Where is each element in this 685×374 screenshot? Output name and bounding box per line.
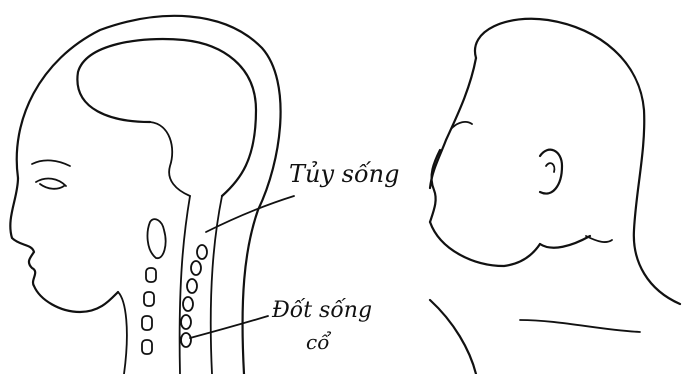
right-head-crown — [475, 19, 680, 304]
vertebra — [144, 292, 154, 306]
left-eyebrow — [32, 160, 70, 166]
vertebra — [197, 245, 207, 259]
spinal-cord-label: Tủy sống — [289, 160, 399, 188]
vertebra — [142, 316, 152, 330]
spinal-canal-back-line — [211, 196, 222, 374]
vertebra — [142, 340, 152, 354]
right-ear — [540, 150, 562, 194]
left-jaw-line — [118, 292, 127, 374]
right-neck-front — [540, 236, 590, 248]
vertebra-leader-line — [190, 316, 268, 338]
vertebra — [181, 315, 191, 329]
right-ear-inner — [546, 163, 554, 172]
left-head-section-drawing — [10, 16, 294, 374]
right-shoulder — [520, 320, 640, 332]
cervical-vertebra-label-line2: cổ — [306, 330, 329, 354]
vertebrae-back-column — [181, 245, 207, 347]
left-skull-cavity — [77, 39, 256, 196]
vertebra — [187, 279, 197, 293]
right-neck-back — [430, 300, 476, 374]
cervical-vertebra-label-line1: Đốt sống — [272, 298, 372, 323]
vertebra — [183, 297, 193, 311]
left-head-outer-outline — [17, 16, 281, 374]
left-inner-ear — [148, 219, 166, 258]
left-face-profile — [10, 178, 118, 312]
vertebra — [146, 268, 156, 282]
vertebra — [191, 261, 201, 275]
left-eye — [36, 179, 66, 189]
left-skull-cavity-lower — [150, 122, 190, 196]
right-neck-mark — [586, 236, 612, 242]
right-jaw-line — [430, 222, 540, 266]
vertebrae-front-column — [142, 268, 156, 354]
vertebra — [181, 333, 191, 347]
right-head-drawing — [430, 19, 680, 374]
